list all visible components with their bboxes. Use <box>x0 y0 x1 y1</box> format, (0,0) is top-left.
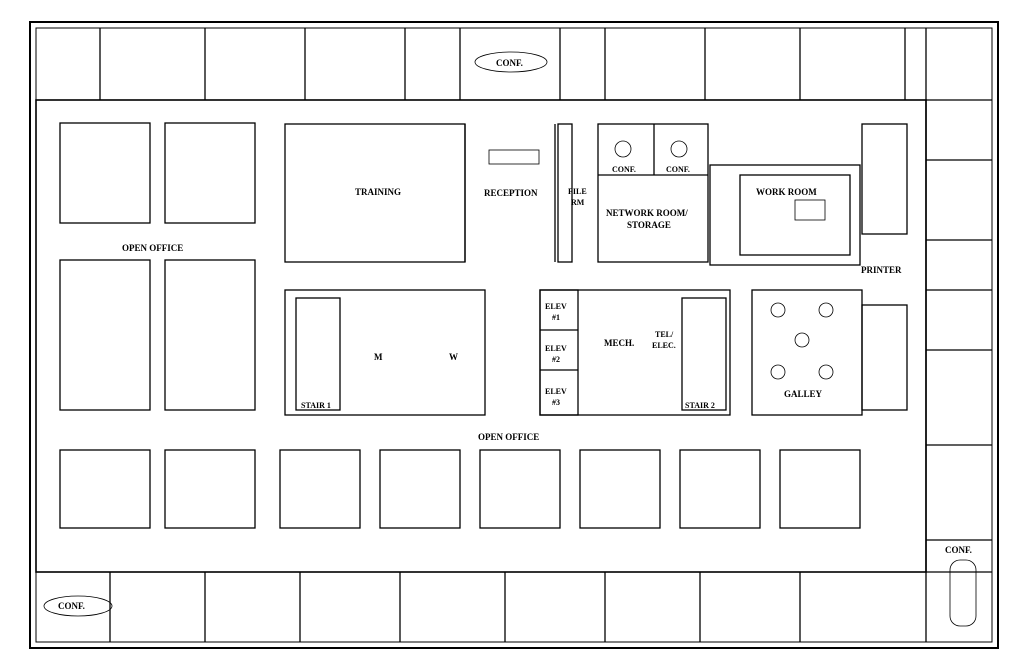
label-elev-2a: ELEV <box>545 344 567 353</box>
label-men: M <box>374 352 383 362</box>
label-reception: RECEPTION <box>484 188 538 198</box>
label-elev-3a: ELEV <box>545 387 567 396</box>
label-open-office-west: OPEN OFFICE <box>122 243 183 253</box>
label-women: W <box>449 352 458 362</box>
label-galley: GALLEY <box>784 389 823 399</box>
label-storage: STORAGE <box>627 220 671 230</box>
label-elev-1b: #1 <box>552 313 560 322</box>
room-labels: CONF. CONF. CONF. CONF. CONF. OPEN OFFIC… <box>58 58 972 611</box>
label-file-rm-1: FILE <box>568 187 587 196</box>
label-training: TRAINING <box>355 187 401 197</box>
label-work-room: WORK ROOM <box>756 187 817 197</box>
label-printer: PRINTER <box>861 265 902 275</box>
label-mech: MECH. <box>604 338 634 348</box>
label-open-office-south: OPEN OFFICE <box>478 432 539 442</box>
label-conf-top: CONF. <box>496 58 523 68</box>
walls <box>29 21 999 649</box>
label-tel: TEL/ <box>655 330 674 339</box>
label-conf-room-1: CONF. <box>612 165 636 174</box>
label-elec: ELEC. <box>652 341 676 350</box>
label-stair-1: STAIR 1 <box>301 401 331 410</box>
label-elev-2b: #2 <box>552 355 560 364</box>
label-conf-room-2: CONF. <box>666 165 690 174</box>
label-stair-2: STAIR 2 <box>685 401 715 410</box>
furniture <box>43 51 977 627</box>
label-file-rm-2: RM <box>571 198 585 207</box>
label-elev-3b: #3 <box>552 398 560 407</box>
label-elev-1a: ELEV <box>545 302 567 311</box>
label-conf-bottom-left: CONF. <box>58 601 85 611</box>
label-conf-right: CONF. <box>945 545 972 555</box>
label-network-room: NETWORK ROOM/ <box>606 208 688 218</box>
